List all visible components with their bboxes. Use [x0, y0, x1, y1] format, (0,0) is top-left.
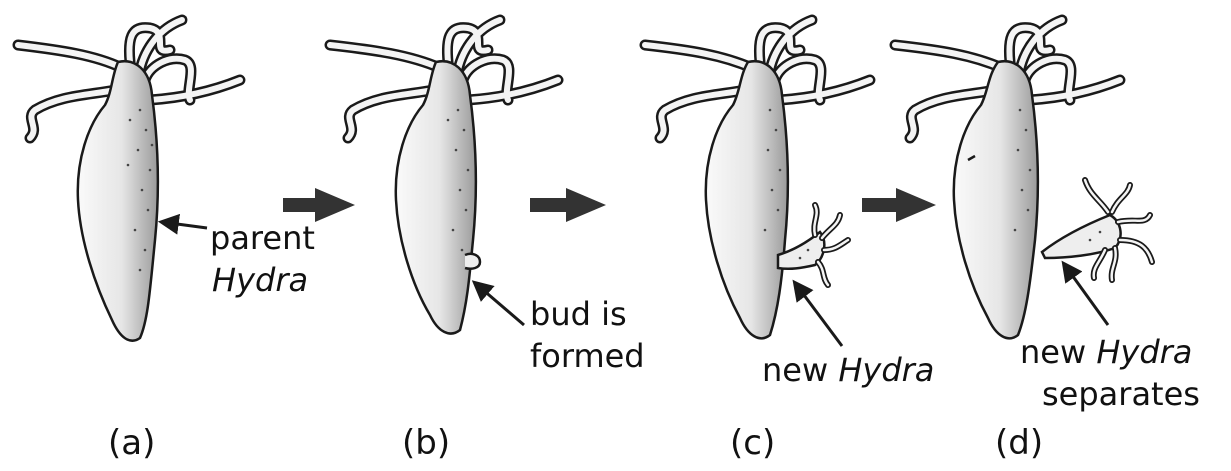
caption-b: (b) — [402, 424, 450, 462]
label-bud-line1: bud is — [530, 295, 627, 333]
label-formed: formed — [530, 338, 645, 374]
label-parent-line1: parent — [210, 219, 315, 257]
pointer-separates-arrow — [1064, 264, 1108, 325]
caption-a: (a) — [108, 424, 155, 462]
caption-c: (c) — [730, 424, 775, 462]
caption-d: (d) — [995, 424, 1043, 462]
hydra-c — [645, 20, 870, 338]
label-separates-line2: separates — [1042, 375, 1200, 413]
process-arrow-b-c — [530, 188, 606, 222]
label-separates-italic: Hydra — [1096, 333, 1192, 371]
hydra-b — [330, 20, 558, 334]
label-new-hydra-separates: new Hydra — [1020, 334, 1192, 370]
label-separates-word: new — [1020, 333, 1086, 371]
pointer-parent-arrow — [162, 222, 207, 228]
label-new-hydra: new Hydra — [762, 352, 934, 388]
pointer-bud-arrow — [475, 283, 524, 325]
label-parent-line2: Hydra — [212, 261, 308, 299]
label-new-hydra-italic: Hydra — [838, 351, 934, 389]
label-bud: bud is — [530, 296, 627, 332]
process-arrow-a-b — [283, 188, 355, 222]
label-separates: separates — [1042, 376, 1200, 412]
process-arrow-c-d — [862, 188, 936, 222]
label-parent-hydra: Hydra — [212, 262, 308, 298]
pointer-new-hydra-arrow — [795, 283, 842, 346]
label-parent: parent — [210, 220, 315, 256]
hydra-d — [895, 20, 1152, 338]
label-new-hydra-word: new — [762, 351, 828, 389]
label-bud-line2: formed — [530, 337, 645, 375]
hydra-a — [18, 20, 240, 341]
